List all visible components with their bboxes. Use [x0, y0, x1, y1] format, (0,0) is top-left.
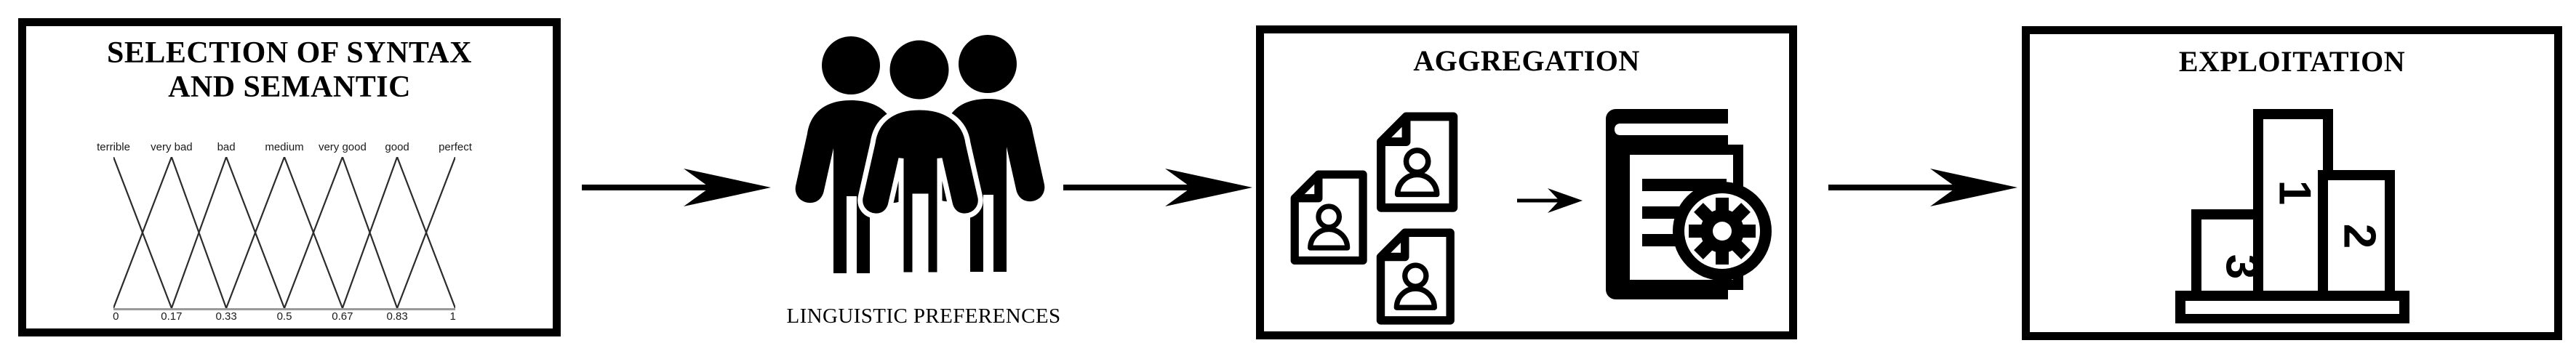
fuzzy-label-bad: bad	[217, 141, 236, 153]
arrow-aggregation-to-exploitation	[1828, 169, 2017, 206]
podium-icon: 3 1 2	[2175, 109, 2409, 323]
fuzzy-label-very-good: very good	[318, 141, 367, 153]
panel-selection-title: SELECTION OF SYNTAX AND SEMANTIC	[107, 36, 472, 105]
panel-exploitation-title: EXPLOITATION	[2178, 45, 2406, 78]
person-icon-center	[857, 35, 983, 278]
fuzzy-chart-axis	[113, 308, 455, 310]
fuzzy-tick-0.5: 0.5	[276, 310, 292, 323]
fuzzy-set-medium	[225, 157, 343, 308]
fuzzy-label-terrible: terrible	[97, 141, 130, 153]
fuzzy-tick-0.83: 0.83	[386, 310, 408, 323]
report-gear-icon	[1606, 109, 1772, 299]
document-person-icon-2	[1373, 113, 1453, 208]
fuzzy-label-medium: medium	[265, 141, 304, 153]
fuzzy-tick-0: 0	[113, 310, 119, 323]
arrow-selection-to-people	[582, 169, 771, 206]
fuzzy-tick-0.33: 0.33	[215, 310, 237, 323]
fuzzy-membership-chart: terrible very bad bad medium very good good pe…	[97, 141, 472, 339]
arrow-people-to-aggregation	[1063, 169, 1252, 206]
panel-selection-of-syntax-and-semantic: SELECTION OF SYNTAX AND SEMANTIC terribl…	[18, 18, 561, 336]
fuzzy-set-very-good	[283, 157, 399, 308]
aggregation-graphic	[1286, 109, 1772, 331]
fuzzy-label-good: good	[385, 141, 409, 153]
fuzzy-set-perfect	[396, 157, 455, 308]
three-people-icon	[795, 35, 1045, 278]
fuzzy-tick-0.67: 0.67	[332, 310, 353, 323]
fuzzy-label-very-bad: very bad	[151, 141, 193, 153]
linguistic-preferences-group: LINGUISTIC PREFERENCES	[787, 28, 1060, 333]
podium-rank-2: 2	[2334, 224, 2384, 249]
panel-aggregation-title: AGGREGATION	[1413, 44, 1640, 77]
panel-exploitation: EXPLOITATION 3 1 2	[2022, 26, 2562, 340]
fuzzy-tick-1: 1	[449, 310, 456, 323]
podium-rank-3: 3	[2216, 254, 2266, 279]
fuzzy-set-very-bad	[113, 157, 228, 308]
linguistic-preferences-label: LINGUISTIC PREFERENCES	[786, 304, 1061, 328]
aggregation-inner-arrow	[1517, 188, 1583, 213]
podium-rank-1: 1	[2269, 180, 2319, 205]
fuzzy-tick-0.17: 0.17	[161, 310, 183, 323]
fuzzy-set-bad	[170, 157, 286, 308]
fuzzy-set-good	[341, 157, 455, 308]
fuzzy-membership-lines	[113, 157, 455, 308]
fuzzy-label-perfect: perfect	[439, 141, 472, 153]
document-person-icon-1	[1287, 172, 1363, 260]
panel-aggregation: AGGREGATION	[1256, 25, 1797, 339]
document-person-icon-3	[1373, 230, 1450, 320]
